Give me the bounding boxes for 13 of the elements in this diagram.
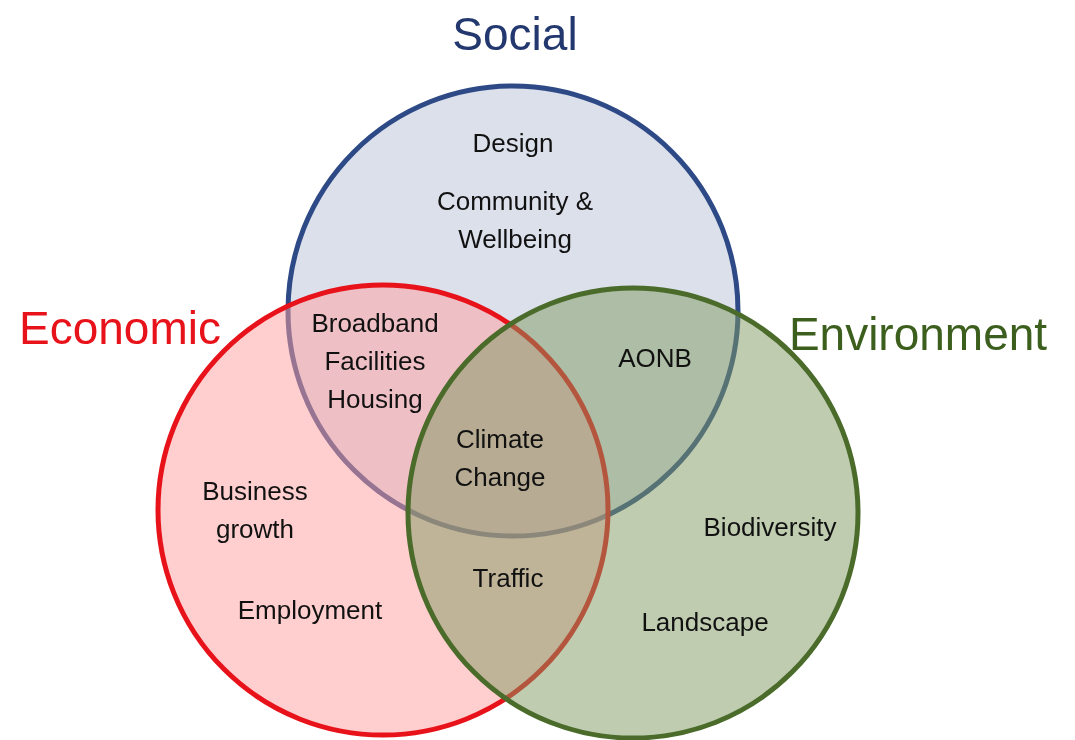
overlap-label: Traffic bbox=[471, 562, 545, 595]
region-label: Community & Wellbeing bbox=[435, 185, 594, 256]
region-label: Biodiversity bbox=[702, 511, 838, 544]
set-heading: Economic bbox=[19, 302, 221, 354]
region-label: Employment bbox=[236, 594, 384, 627]
region-label: Landscape bbox=[640, 606, 770, 639]
region-label: Design bbox=[471, 127, 555, 160]
region-label: Business growth bbox=[201, 475, 309, 546]
set-heading: Social bbox=[452, 8, 578, 60]
overlap-label: AONB bbox=[617, 342, 693, 375]
set-heading: Environment bbox=[788, 308, 1048, 360]
overlap-label: Broadband Facilities Housing bbox=[310, 307, 440, 416]
overlap-label: Climate Change bbox=[453, 423, 547, 494]
